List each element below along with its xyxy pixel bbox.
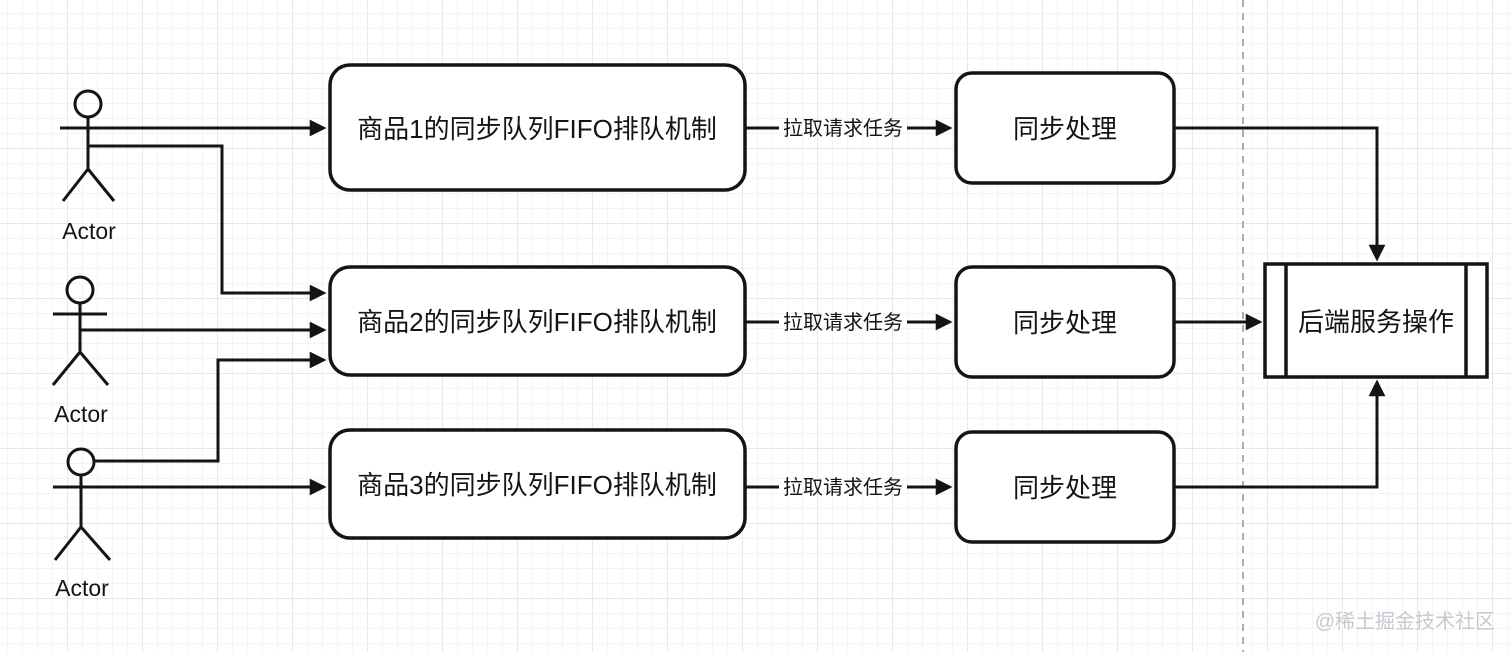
actor-2-figure xyxy=(51,275,110,386)
connector-processor1-backend xyxy=(1174,126,1386,262)
actor-1-label: Actor xyxy=(62,218,116,244)
queue-label-2: 商品2的同步队列FIFO排队机制 xyxy=(357,307,717,337)
queue-label-3: 商品3的同步队列FIFO排队机制 xyxy=(357,470,717,500)
processor-label-1: 同步处理 xyxy=(1013,114,1117,144)
actor-3-body xyxy=(53,475,112,561)
actor-2-body xyxy=(51,303,110,386)
actor-3-figure xyxy=(53,447,112,561)
backend-box-rect xyxy=(1263,262,1489,379)
edge-label-2: 拉取请求任务 xyxy=(783,311,903,334)
connector-actor1-queue2 xyxy=(88,144,327,302)
queue-label-1: 商品1的同步队列FIFO排队机制 xyxy=(357,114,717,144)
actor-2-head xyxy=(65,275,95,305)
processor-label-3: 同步处理 xyxy=(1013,473,1117,503)
queue-box-3 xyxy=(328,428,747,540)
actor-3-head xyxy=(66,447,96,477)
actor-1-body xyxy=(61,117,116,202)
actor-1-head xyxy=(73,89,103,119)
connector-processor3-backend xyxy=(1174,379,1386,489)
edge-label-3: 拉取请求任务 xyxy=(783,476,903,499)
actor-1-figure xyxy=(61,89,116,202)
actor-3-label: Actor xyxy=(55,575,109,601)
connector-actor3-queue2 xyxy=(94,351,327,463)
backend-label: 后端服务操作 xyxy=(1298,307,1454,337)
actor-2-label: Actor xyxy=(54,401,108,427)
processor-label-2: 同步处理 xyxy=(1013,308,1117,338)
watermark-text: @稀土掘金技术社区 xyxy=(1315,610,1495,633)
backend-box xyxy=(1263,262,1489,379)
edge-label-1: 拉取请求任务 xyxy=(783,117,903,140)
